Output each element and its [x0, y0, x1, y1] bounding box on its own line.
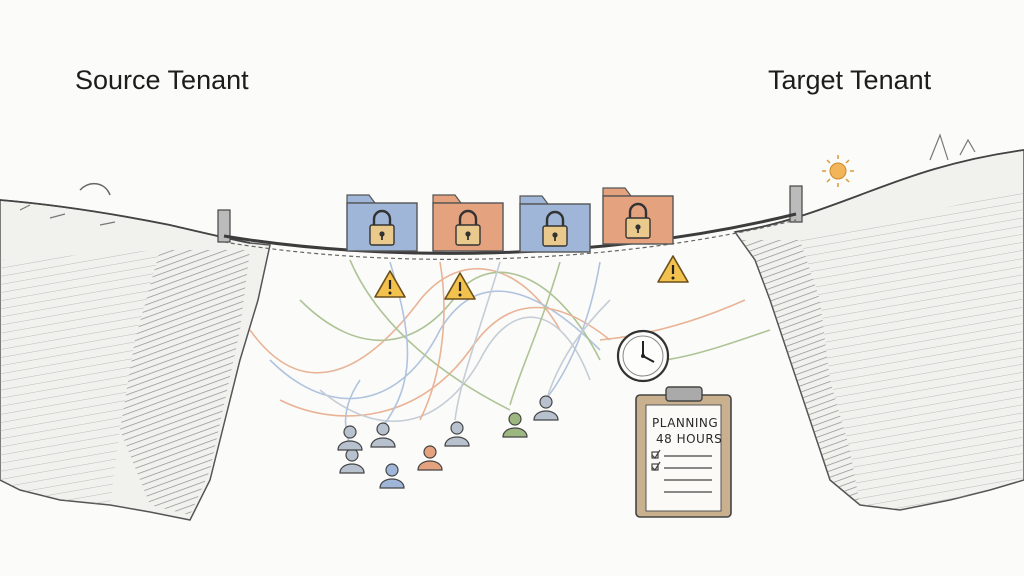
source-tenant-label: Source Tenant	[75, 65, 249, 95]
source-cliff	[0, 183, 271, 521]
migration-path	[547, 299, 611, 396]
lock-icon	[455, 209, 481, 246]
migration-path	[509, 261, 561, 406]
migration-path	[599, 299, 746, 341]
user-icon	[370, 422, 396, 448]
planning-clipboard: PLANNING 48 HOURS	[635, 386, 732, 518]
warning-icon	[657, 255, 689, 283]
user-icon	[339, 448, 365, 474]
migration-path	[419, 261, 445, 421]
user-group	[337, 395, 559, 489]
target-tenant-label: Target Tenant	[768, 65, 932, 95]
migration-path	[454, 261, 501, 421]
folder	[602, 187, 674, 245]
migration-path	[544, 261, 601, 401]
rope-bridge	[223, 212, 797, 260]
migration-path	[349, 259, 511, 411]
user-icon	[417, 445, 443, 471]
user-icon	[502, 412, 528, 438]
clipboard-line-1: PLANNING	[652, 416, 718, 430]
clock-icon	[616, 329, 670, 383]
folder	[346, 194, 418, 252]
migration-path	[319, 316, 591, 422]
sun-icon	[822, 155, 854, 187]
user-icon	[337, 425, 363, 451]
user-icon	[444, 421, 470, 447]
clipboard-line-2: 48 HOURS	[656, 432, 722, 446]
warning-icon	[444, 272, 476, 300]
lock-icon	[625, 202, 651, 239]
folder	[519, 195, 591, 253]
migration-path	[249, 268, 561, 374]
lock-icon	[369, 209, 395, 246]
migration-path	[664, 329, 771, 361]
migration-paths	[249, 259, 771, 446]
warning-icon	[374, 270, 406, 298]
user-icon	[379, 463, 405, 489]
migration-path	[279, 306, 611, 417]
user-icon	[533, 395, 559, 421]
lock-icon	[542, 210, 568, 247]
folder	[432, 194, 504, 252]
warning-group	[374, 255, 689, 300]
target-cliff	[733, 133, 1024, 511]
folder-group	[346, 187, 674, 253]
